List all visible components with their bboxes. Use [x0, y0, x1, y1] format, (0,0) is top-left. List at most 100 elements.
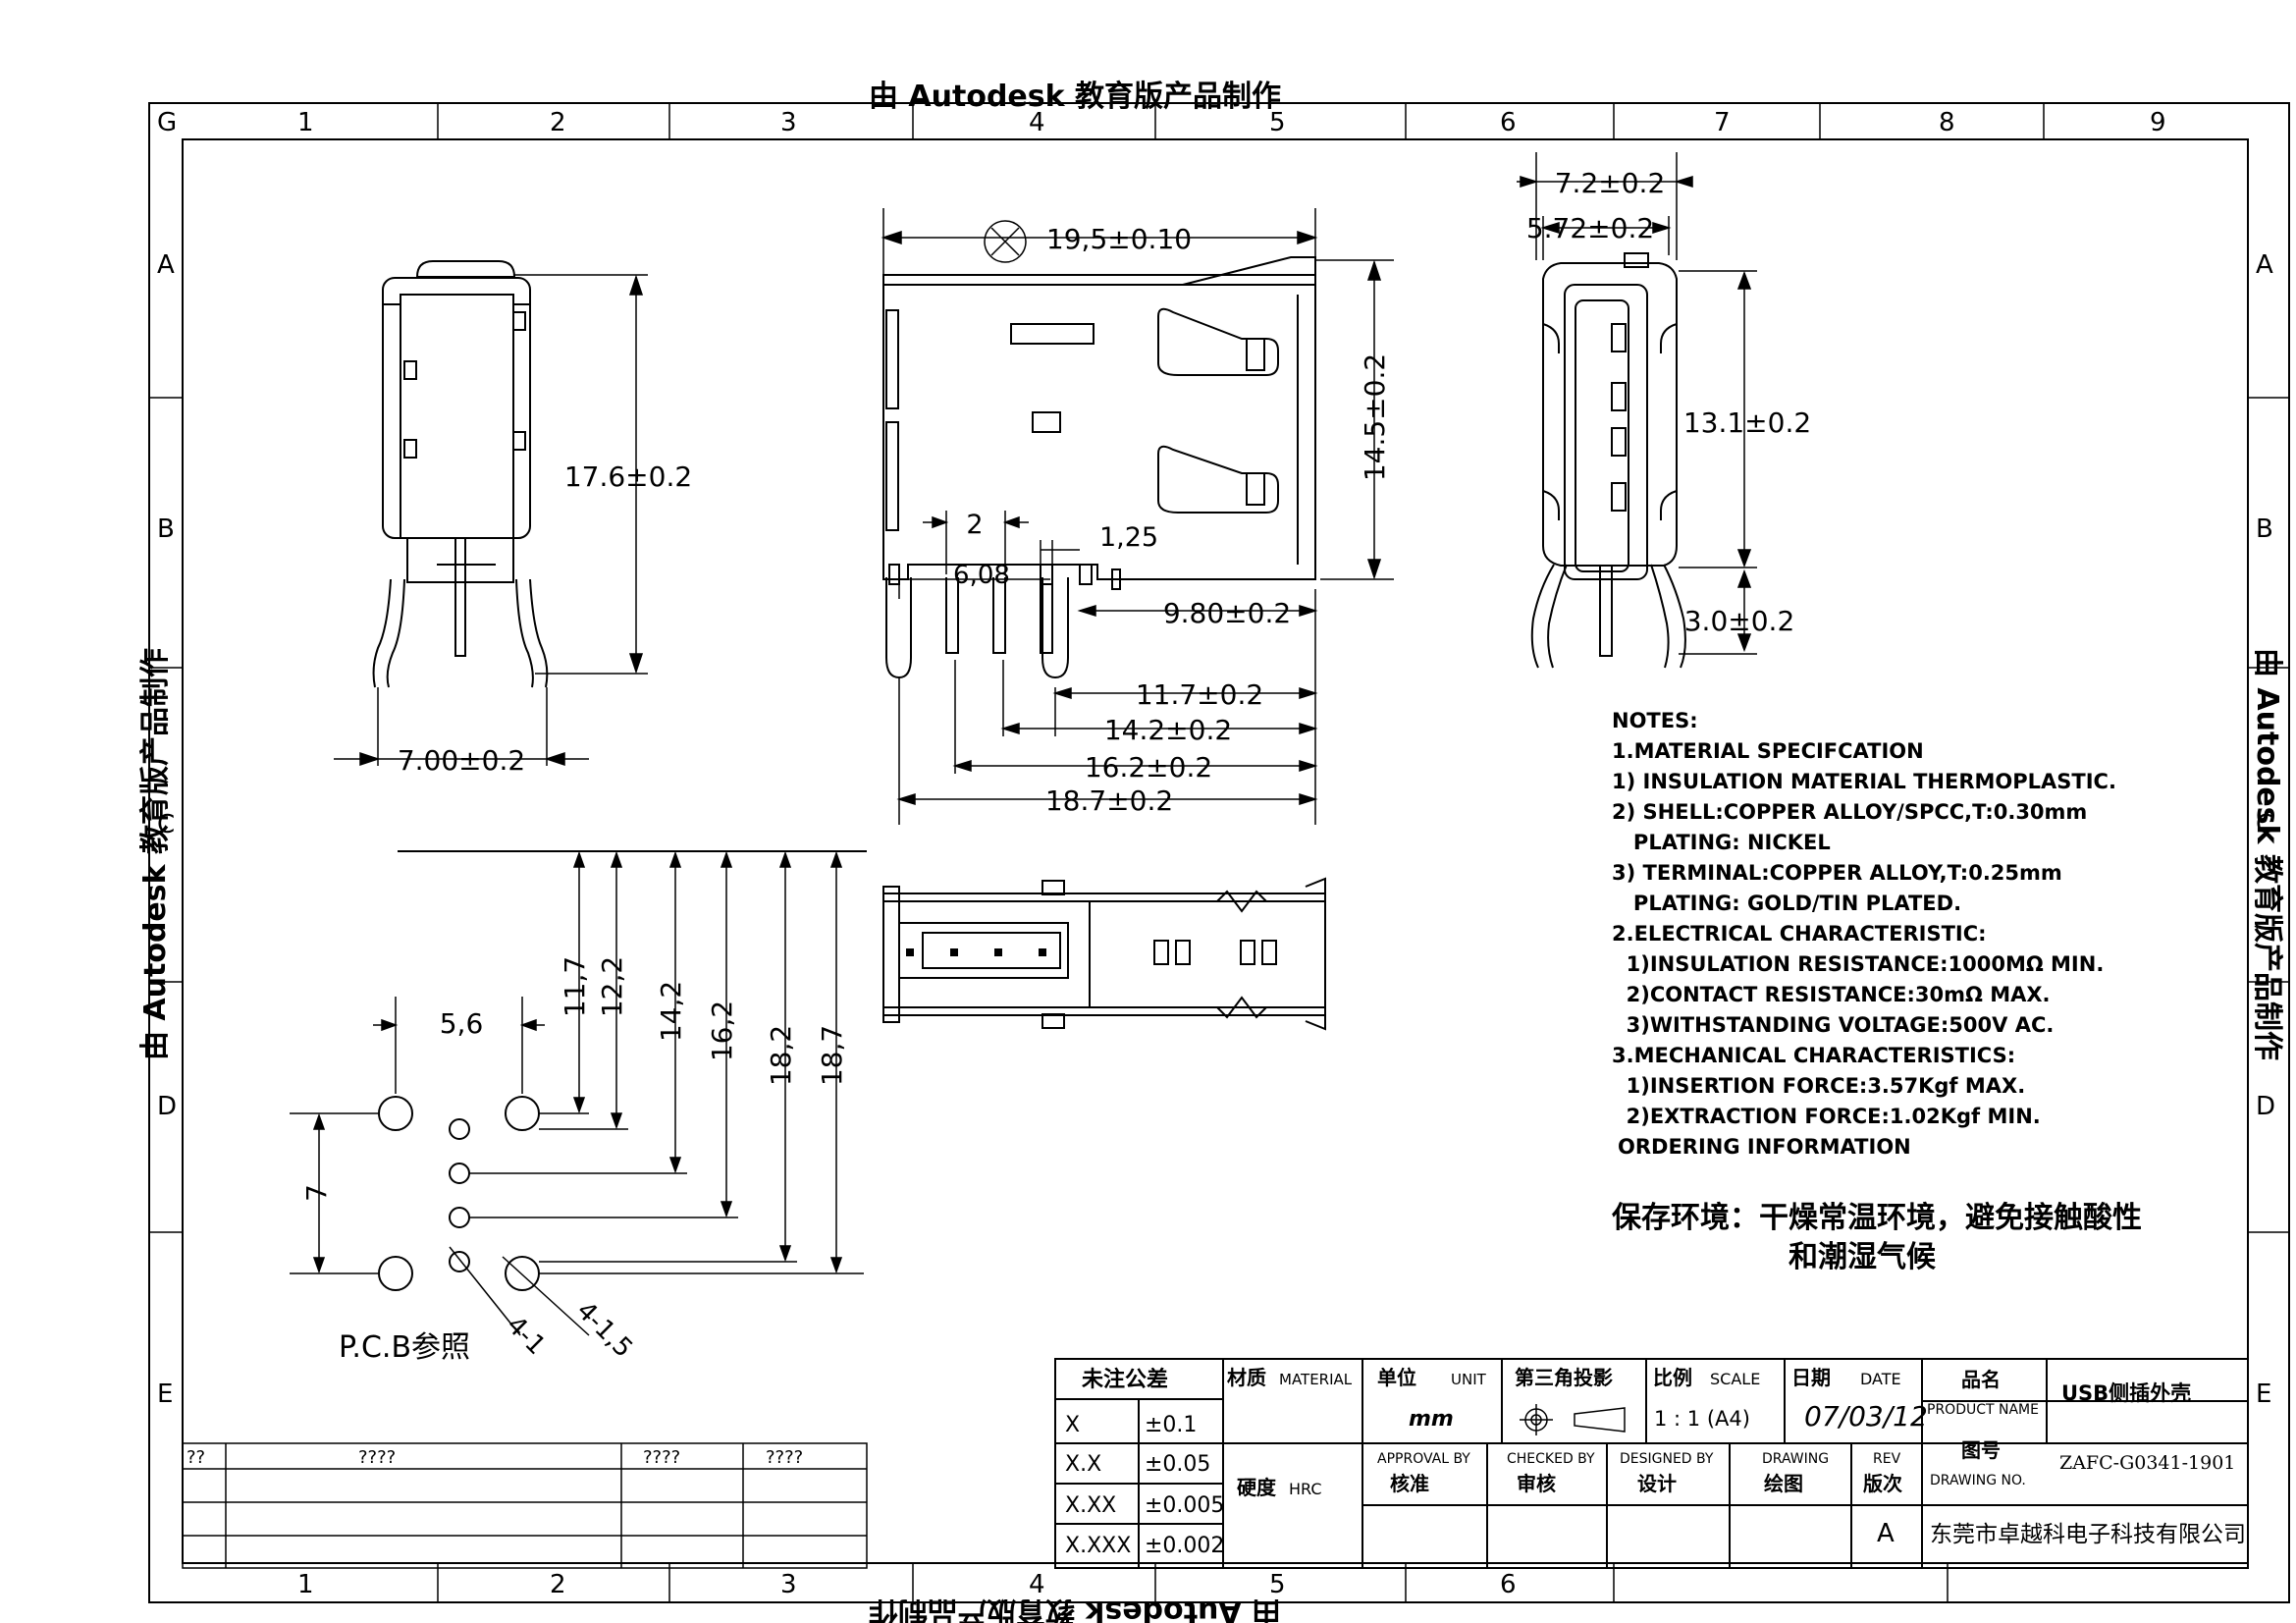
note-line-14: ORDERING INFORMATION — [1618, 1135, 1911, 1159]
revision-table-header: ?? ???? ???? ???? — [187, 1447, 803, 1468]
dim-front-width: 19,5±0.10 — [1046, 223, 1192, 255]
watermark-bottom: 由 Autodesk 教育版产品制作 — [869, 1595, 1281, 1623]
unit-label-en: UNIT — [1451, 1371, 1487, 1388]
storage-note-line1: 保存环境：干燥常温环境，避免接触酸性 — [1612, 1201, 2142, 1235]
note-line-9: 2)CONTACT RESISTANCE:30mΩ MAX. — [1612, 983, 2051, 1006]
note-line-10: 3)WITHSTANDING VOLTAGE:500V AC. — [1612, 1013, 2054, 1037]
dim-end-width-2: 5.72±0.2 — [1526, 212, 1654, 244]
product-name-label-cn: 品名 — [1961, 1368, 2001, 1391]
tolerance-key-2: X.XX — [1065, 1493, 1116, 1518]
note-line-12: 1)INSERTION FORCE:3.57Kgf MAX. — [1612, 1074, 2025, 1098]
dim-pcb-7: 7 — [300, 1184, 333, 1202]
scale-label-cn: 比例 — [1653, 1366, 1692, 1389]
unit-value: mm — [1409, 1407, 1454, 1432]
dim-side-height: 17.6±0.2 — [564, 460, 692, 493]
title-block-fields: 材质 MATERIAL 硬度 HRC 单位 UNIT mm 第三角投影 比例 S… — [1227, 1366, 2246, 1548]
note-line-11: 3.MECHANICAL CHARACTERISTICS: — [1612, 1044, 2015, 1067]
zone-row-right-c: C — [2256, 810, 2273, 839]
material-label-cn: 材质 — [1227, 1366, 1266, 1389]
zone-col-1: 1 — [297, 108, 314, 137]
dim-pcb-56: 5,6 — [440, 1007, 484, 1040]
zone-row-g: G — [157, 108, 177, 137]
product-name-label-en: PRODUCT NAME — [1927, 1402, 2039, 1418]
zone-col-5: 5 — [1269, 108, 1286, 137]
revision-table — [182, 1442, 868, 1569]
drawing-no-value: ZAFC-G0341-1901 — [2059, 1452, 2235, 1474]
pcb-dimensions — [290, 850, 864, 1336]
hardness-label-en: HRC — [1289, 1480, 1322, 1498]
tolerance-val-2: ±0.005 — [1145, 1493, 1224, 1518]
revision-header-no: ?? — [187, 1447, 205, 1468]
zone-col-8: 8 — [1939, 108, 1955, 137]
zone-col-6: 6 — [1500, 108, 1517, 137]
zone-col-bottom-1: 1 — [297, 1570, 314, 1599]
dim-pcb-hole-small: 4-1 — [501, 1311, 551, 1361]
tolerance-val-0: ±0.1 — [1145, 1413, 1197, 1437]
note-line-7: 2.ELECTRICAL CHARACTERISTIC: — [1612, 922, 1987, 946]
tolerance-key-0: X — [1065, 1413, 1080, 1437]
drawing-label-en: DRAWING — [1762, 1451, 1829, 1467]
designed-label-cn: 设计 — [1637, 1472, 1677, 1495]
top-view — [882, 877, 1326, 1031]
pcb-layout — [378, 850, 867, 1291]
note-line-3: 2) SHELL:COPPER ALLOY/SPCC,T:0.30mm — [1612, 800, 2087, 824]
dim-end-width-1: 7.2±0.2 — [1555, 167, 1666, 199]
dim-187: 18.7±0.2 — [1045, 784, 1173, 817]
tolerance-val-3: ±0.002 — [1145, 1534, 1224, 1558]
dim-pcb-182: 18,2 — [765, 1025, 797, 1086]
zone-col-3: 3 — [780, 108, 797, 137]
revision-header-content: ???? — [358, 1447, 396, 1468]
projection-label: 第三角投影 — [1515, 1366, 1613, 1389]
zone-row-c: C — [157, 810, 175, 839]
dim-pcb-hole-large: 4-1,5 — [570, 1296, 638, 1364]
date-label-en: DATE — [1860, 1370, 1901, 1388]
approval-label-cn: 核准 — [1390, 1472, 1429, 1495]
pcb-reference-label: P.C.B参照 — [339, 1330, 470, 1365]
storage-note-line2: 和潮湿气候 — [1789, 1240, 1937, 1274]
drawing-label-cn: 绘图 — [1764, 1472, 1803, 1495]
scale-value: 1 : 1 (A4) — [1654, 1407, 1750, 1431]
zone-col-9: 9 — [2150, 108, 2166, 137]
zone-row-d: D — [157, 1092, 177, 1121]
zone-row-e: E — [157, 1380, 173, 1409]
zone-col-2: 2 — [550, 108, 566, 137]
zone-col-bottom-3: 3 — [780, 1570, 797, 1599]
company-name: 东莞市卓越科电子科技有限公司 — [1930, 1522, 2246, 1547]
front-view-dimensions — [881, 208, 1394, 825]
material-label-en: MATERIAL — [1279, 1371, 1353, 1388]
notes-block: NOTES: 1.MATERIAL SPECIFCATION 1) INSULA… — [1612, 709, 2116, 1159]
drawing-no-label-en: DRAWING NO. — [1930, 1473, 2026, 1488]
note-line-4: PLATING: NICKEL — [1612, 831, 1831, 854]
side-view-dimensions — [334, 274, 648, 767]
revision-header-sign: ???? — [766, 1447, 803, 1468]
dim-pcb-122: 12,2 — [596, 956, 628, 1017]
dim-142: 14.2±0.2 — [1104, 714, 1232, 746]
tolerance-key-1: X.X — [1065, 1452, 1101, 1477]
tolerance-val-1: ±0.05 — [1145, 1452, 1210, 1477]
zone-row-a: A — [157, 250, 175, 280]
dim-pin-width: 1,25 — [1099, 522, 1158, 553]
note-line-1: 1.MATERIAL SPECIFCATION — [1612, 739, 1924, 763]
zone-col-4: 4 — [1029, 108, 1045, 137]
zone-row-right-e: E — [2256, 1380, 2271, 1409]
dim-pin-gap: 2 — [966, 510, 983, 540]
zone-col-bottom-4: 4 — [1029, 1570, 1045, 1599]
note-line-5: 3) TERMINAL:COPPER ALLOY,T:0.25mm — [1612, 861, 2062, 885]
tolerance-table: 未注公差 X ±0.1 X.X ±0.05 X.XX ±0.005 X.XXX … — [1065, 1367, 1224, 1558]
watermark-right: 由 Autodesk 教育版产品制作 — [2250, 648, 2284, 1060]
note-line-2: 1) INSULATION MATERIAL THERMOPLASTIC. — [1612, 770, 2116, 793]
dim-pcb-187: 18,7 — [816, 1025, 848, 1086]
zone-col-bottom-6: 6 — [1500, 1570, 1517, 1599]
third-angle-projection-icon — [1520, 1404, 1626, 1435]
note-line-13: 2)EXTRACTION FORCE:1.02Kgf MIN. — [1612, 1105, 2041, 1128]
rev-label-en: REV — [1873, 1451, 1901, 1467]
approval-label-en: APPROVAL BY — [1377, 1451, 1470, 1467]
hardness-label-cn: 硬度 — [1237, 1476, 1277, 1499]
date-value: 07/03/12 — [1804, 1400, 1928, 1433]
zone-col-bottom-5: 5 — [1269, 1570, 1286, 1599]
zone-row-b: B — [157, 514, 175, 544]
checked-label-cn: 审核 — [1517, 1472, 1556, 1495]
drawing-frame — [148, 102, 2290, 1603]
end-view — [1530, 252, 1686, 669]
dim-end-leg: 3.0±0.2 — [1684, 605, 1795, 637]
